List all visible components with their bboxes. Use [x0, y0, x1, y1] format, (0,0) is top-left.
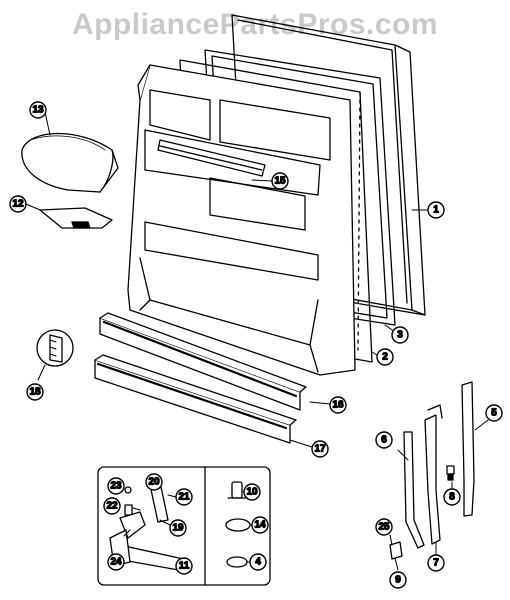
- callout-3: 3: [391, 326, 409, 344]
- callout-16: 16: [329, 396, 347, 414]
- callout-1: 1: [427, 201, 445, 219]
- svg-text:8: 8: [449, 492, 455, 503]
- callout-10: 10: [243, 483, 261, 501]
- svg-text:24: 24: [110, 557, 122, 568]
- end-cap: [36, 329, 74, 367]
- callout-15: 15: [271, 172, 289, 190]
- svg-text:19: 19: [172, 523, 184, 534]
- kit-parts: [109, 481, 251, 573]
- callout-25: 25: [375, 518, 393, 536]
- callout-20: 20: [145, 473, 163, 491]
- svg-text:25: 25: [378, 522, 390, 533]
- callout-22: 22: [103, 497, 121, 515]
- svg-text:1: 1: [433, 205, 439, 216]
- handle-strip-lower: [94, 354, 297, 444]
- callout-13: 13: [29, 101, 47, 119]
- svg-text:15: 15: [274, 176, 286, 187]
- shelf-rail: [157, 139, 266, 177]
- callout-12: 12: [9, 195, 27, 213]
- hardware-kit-box: [97, 466, 271, 586]
- svg-text:22: 22: [106, 501, 118, 512]
- handle-strip-upper: [99, 312, 307, 411]
- svg-text:9: 9: [395, 575, 401, 586]
- dairy-hinge: [39, 207, 113, 229]
- svg-text:11: 11: [179, 561, 190, 572]
- callout-7: 7: [427, 554, 445, 572]
- callout-5: 5: [485, 404, 503, 422]
- svg-text:4: 4: [255, 557, 261, 568]
- svg-text:7: 7: [433, 558, 439, 569]
- callout-21: 21: [175, 488, 193, 506]
- callout-18: 18: [26, 383, 44, 401]
- svg-text:16: 16: [332, 400, 344, 411]
- door-liner: [127, 64, 356, 376]
- svg-text:23: 23: [110, 481, 122, 492]
- callout-2: 2: [376, 348, 394, 366]
- svg-text:21: 21: [178, 492, 190, 503]
- hinge-bracket-left: [403, 431, 425, 549]
- svg-text:5: 5: [491, 408, 497, 419]
- callout-23: 23: [107, 477, 125, 495]
- hinge-pin: [446, 465, 455, 481]
- callout-8: 8: [443, 488, 461, 506]
- callout-4: 4: [249, 553, 267, 571]
- hinge-bracket-right: [461, 381, 475, 517]
- hinge-cap: [389, 541, 403, 560]
- callout-9: 9: [389, 571, 407, 589]
- svg-text:2: 2: [382, 352, 388, 363]
- svg-text:20: 20: [148, 477, 160, 488]
- svg-text:12: 12: [12, 199, 24, 210]
- callout-6: 6: [375, 431, 393, 449]
- svg-text:14: 14: [254, 520, 266, 531]
- svg-text:13: 13: [32, 105, 44, 116]
- callout-24: 24: [107, 553, 125, 571]
- dairy-door: [21, 132, 119, 193]
- svg-text:10: 10: [246, 487, 258, 498]
- svg-text:3: 3: [397, 330, 403, 341]
- hinge-bracket-middle: [424, 404, 443, 545]
- callout-17: 17: [311, 440, 329, 458]
- watermark-text: AppliancePartsPros.com: [71, 8, 439, 41]
- callout-11: 11: [175, 557, 193, 575]
- callout-14: 14: [251, 516, 269, 534]
- svg-text:18: 18: [29, 387, 41, 398]
- svg-text:6: 6: [381, 435, 387, 446]
- svg-text:17: 17: [314, 444, 326, 455]
- callout-19: 19: [169, 519, 187, 537]
